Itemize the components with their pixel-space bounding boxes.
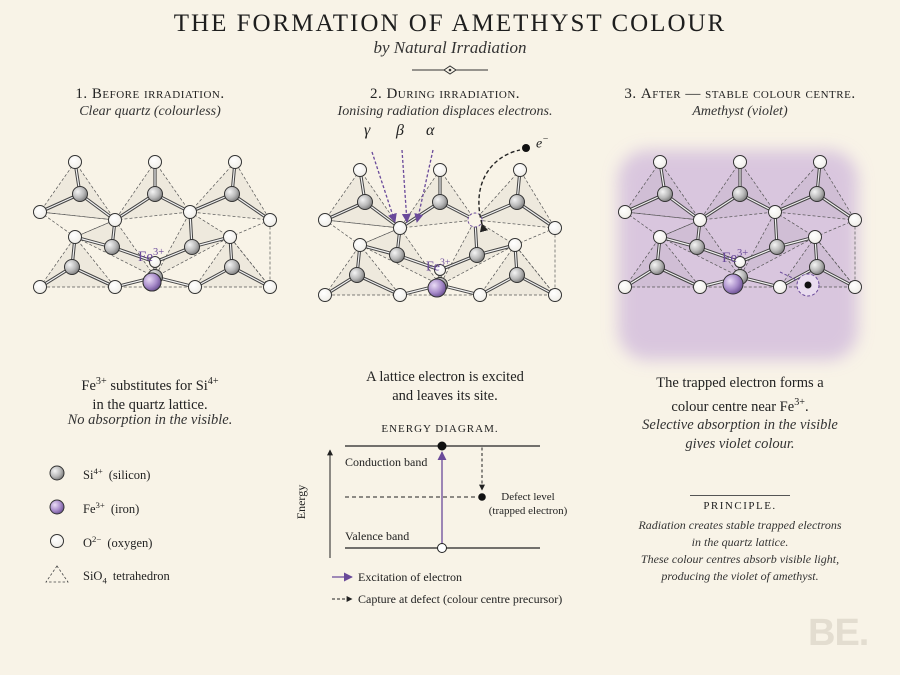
panel-3-caption: The trapped electron forms a colour cent… — [656, 375, 824, 415]
beta-label: β — [396, 122, 404, 139]
fe-atom — [722, 273, 744, 295]
panel-3-fe-label: Fe3+ — [722, 248, 749, 266]
trapped-electron — [804, 281, 812, 289]
alpha-label: α — [426, 122, 435, 139]
panel-2-subheading: Ionising radiation displaces electrons. — [337, 104, 553, 119]
electron-ejection-arrow — [478, 149, 521, 233]
panel-1-note: No absorption in the visible. — [67, 412, 233, 428]
conduction-band-label: Conduction band — [345, 455, 428, 469]
panel-2-caption: A lattice electron is excited and leaves… — [366, 369, 524, 404]
panel-3-note: Selective absorption in the visible give… — [642, 417, 838, 452]
lattice-panel-3 — [616, 153, 864, 297]
panel-2-fe-label: Fe3+ — [426, 257, 451, 275]
valence-band-label: Valence band — [345, 529, 410, 543]
vacancy-site — [467, 212, 483, 228]
capture-arrow — [445, 445, 485, 491]
radiation-arrows — [371, 149, 434, 223]
defect-level-label: Defect level(trapped electron) — [488, 491, 568, 517]
watermark-logo: BE. — [808, 612, 869, 654]
electron-label: e− — [536, 134, 549, 152]
panel-1-heading: 1. Before irradiation. — [75, 86, 225, 102]
gamma-label: γ — [364, 122, 371, 139]
lattice-panel-1 — [31, 153, 279, 296]
excitation-legend-label: Excitation of electron — [358, 570, 462, 584]
legend-symbols — [45, 465, 69, 583]
page-subtitle: by Natural Irradiation — [373, 38, 527, 57]
capture-legend-label: Capture at defect (colour centre precurs… — [358, 592, 563, 606]
panel-1-caption: Fe3+ substitutes for Si4+ in the quartz … — [81, 376, 219, 413]
page-title: THE FORMATION OF AMETHYST COLOUR — [173, 10, 727, 37]
principle-body: Radiation creates stable trapped electro… — [638, 518, 842, 583]
panel-1-subheading: Clear quartz (colourless) — [79, 104, 221, 119]
energy-diagram — [327, 441, 540, 602]
principle-heading: PRINCIPLE. — [703, 500, 777, 512]
free-electron — [522, 144, 530, 152]
panel-1-fe-label: Fe3+ — [138, 247, 165, 265]
panel-3-heading: 3. After — stable colour centre. — [624, 86, 856, 102]
lattice-panel-2 — [316, 161, 564, 304]
fe-atom — [427, 278, 447, 298]
principle-rule — [690, 495, 790, 496]
energy-diagram-title: ENERGY DIAGRAM. — [381, 423, 499, 435]
title-ornament — [412, 65, 488, 75]
panel-3-subheading: Amethyst (violet) — [692, 104, 788, 119]
panel-2-heading: 2. During irradiation. — [369, 86, 521, 102]
